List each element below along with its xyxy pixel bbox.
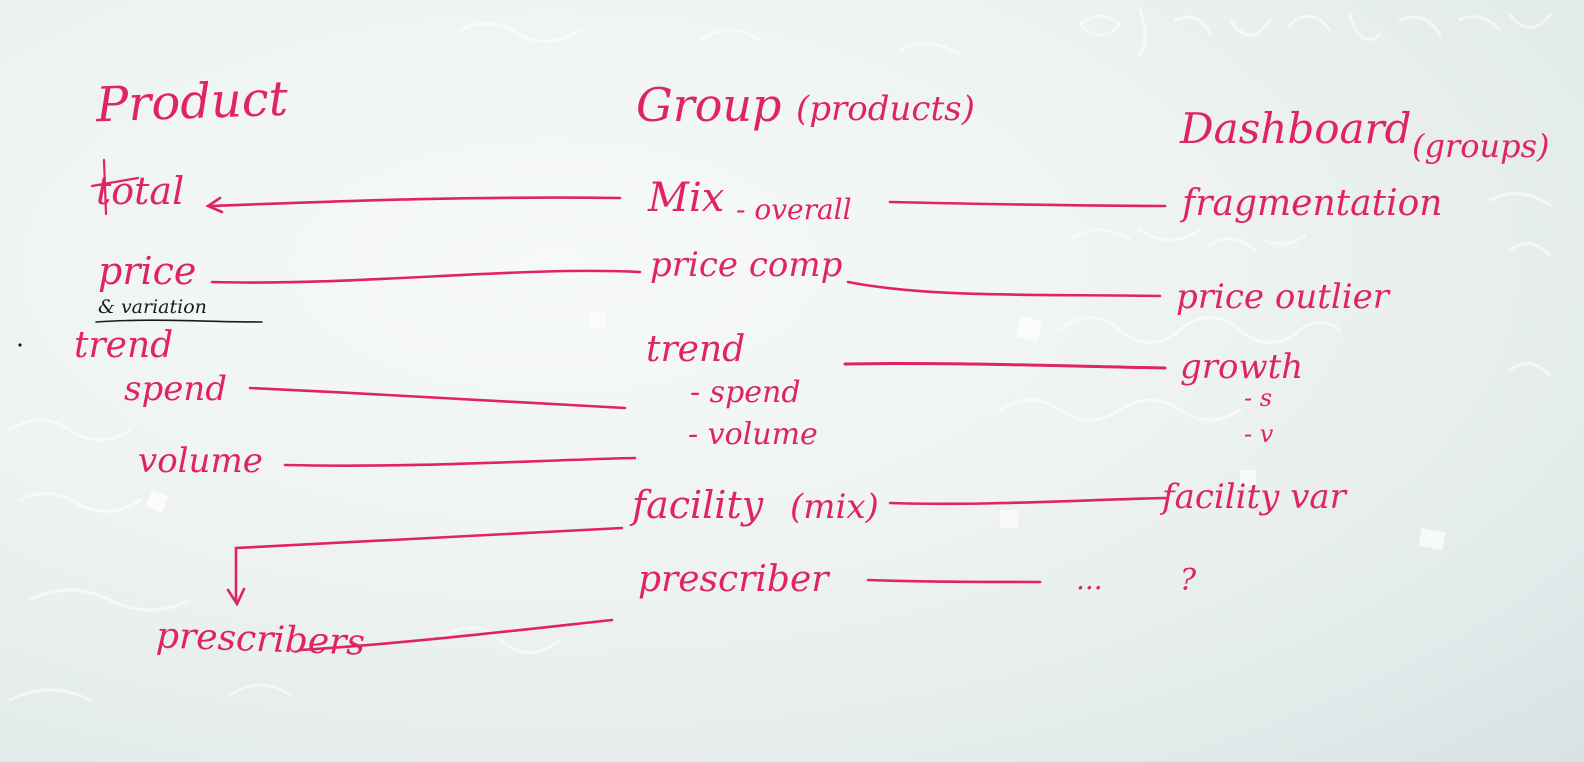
group-facility-paren: (mix) [790, 487, 879, 527]
product-price: price [98, 249, 197, 293]
dashboard-ellipsis: ... [1076, 563, 1103, 596]
paper-scrap [145, 489, 169, 513]
product-volume: volume [138, 441, 263, 481]
group-mix-suffix: - overall [736, 193, 852, 226]
line-price-pricecomp [210, 269, 642, 284]
total-arrowhead [205, 196, 224, 214]
product-header: Product [95, 70, 289, 134]
dashboard-growth: growth [1180, 347, 1304, 387]
product-total: total [96, 169, 185, 213]
group-trend-spend: - spend [690, 375, 801, 410]
group-facility: facility [632, 483, 764, 527]
line-mix-fragmentation [888, 200, 1167, 208]
line-pricecomp-priceoutlier [846, 280, 1162, 298]
dashboard-growth-v: - v [1244, 420, 1274, 448]
paper-scrap [1000, 510, 1018, 528]
paper-scrap [1240, 470, 1256, 486]
group-trend-volume: - volume [688, 417, 818, 452]
group-header: Group [636, 78, 782, 132]
dashboard-growth-s: - s [1244, 384, 1273, 412]
paper-scrap [590, 312, 606, 328]
paper-scrap [1418, 528, 1446, 550]
group-trend: trend [646, 329, 746, 370]
group-price-comp: price comp [650, 245, 843, 285]
line-spend-group-spend [248, 386, 627, 410]
line-volume-group-volume [283, 456, 637, 467]
stray-dot [18, 343, 22, 347]
dashboard-facility-var: facility var [1162, 477, 1346, 517]
arrowhead [226, 587, 246, 607]
product-variation: & variation [98, 296, 207, 318]
group-prescriber: prescriber [638, 559, 829, 600]
line-prescriber-ellipsis [866, 578, 1042, 584]
group-mix: Mix [648, 175, 725, 221]
line-facility-facilityvar [888, 496, 1167, 506]
product-spend: spend [124, 369, 227, 409]
line-facility-to-prescribers [234, 526, 624, 602]
line-trend-growth [843, 361, 1167, 370]
dashboard-header: Dashboard [1180, 104, 1412, 153]
variation-underline [95, 319, 263, 323]
product-prescribers: prescribers [155, 615, 366, 664]
dashboard-question: ? [1180, 563, 1197, 598]
dashboard-header-paren: (groups) [1412, 127, 1550, 165]
paper-scrap [1015, 315, 1043, 343]
line-total-mix [208, 196, 622, 208]
group-header-paren: (products) [796, 89, 975, 129]
product-trend: trend [74, 325, 174, 366]
dashboard-price-outlier: price outlier [1176, 277, 1390, 317]
dashboard-fragmentation: fragmentation [1182, 183, 1443, 224]
